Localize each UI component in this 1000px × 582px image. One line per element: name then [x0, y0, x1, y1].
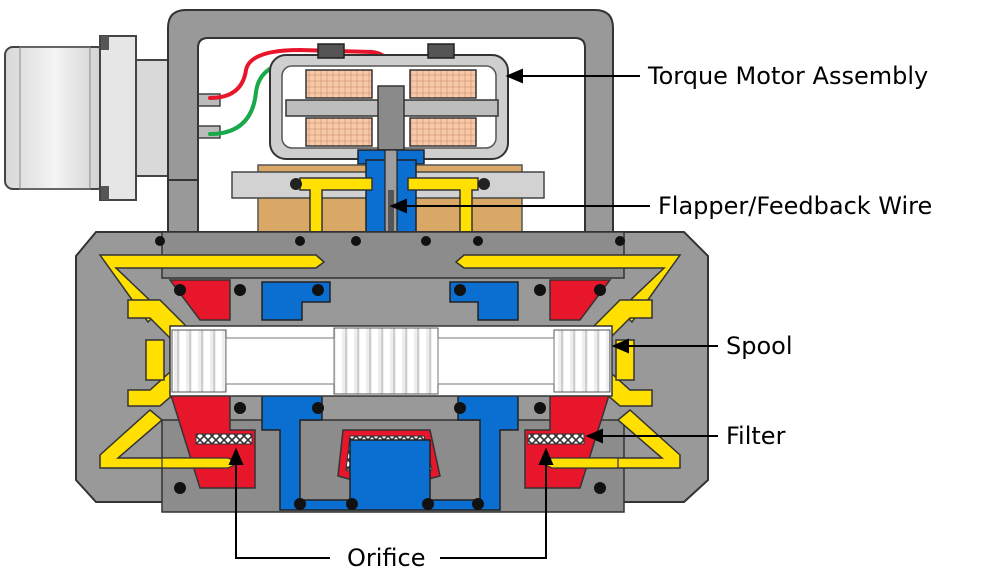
label-orifice: Orifice — [347, 544, 426, 572]
o-rings — [155, 236, 625, 510]
filter-right — [527, 433, 585, 445]
label-spool: Spool — [726, 332, 793, 360]
torque-motor-cover — [167, 9, 614, 246]
label-filter: Filter — [726, 422, 786, 450]
label-torque-motor-assembly: Torque Motor Assembly — [647, 62, 928, 90]
leader-lines — [228, 68, 718, 559]
flapper-block — [231, 149, 545, 330]
spool — [145, 325, 635, 397]
electrical-connector — [4, 35, 221, 201]
label-flapper-feedback-wire: Flapper/Feedback Wire — [658, 192, 932, 220]
torque-motor — [269, 43, 509, 165]
orifices — [161, 457, 619, 469]
filter-left — [195, 433, 253, 445]
